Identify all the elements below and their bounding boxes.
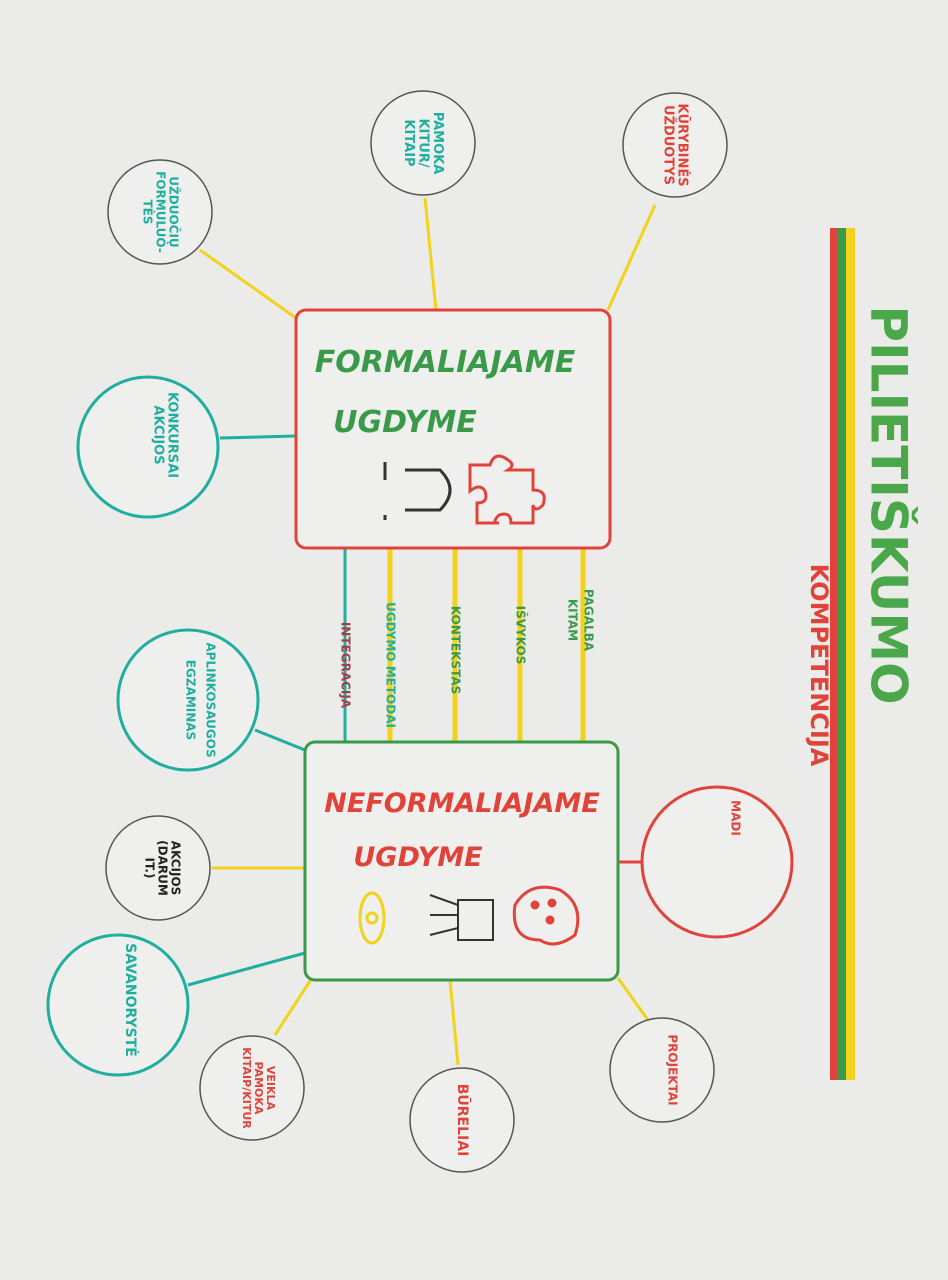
label-actions: (DARUM <box>156 840 170 896</box>
label-actions: AKCIJOS <box>169 841 183 896</box>
node-circle-creative-tasks <box>622 92 728 198</box>
label-actions: IT.) <box>142 858 156 879</box>
nodes <box>46 90 794 1173</box>
label-activity: PAMOKA <box>252 1062 265 1115</box>
label-activity: KITAIP/KITUR <box>240 1047 253 1129</box>
label-task-formulations: TĖS <box>140 199 155 224</box>
label-contests: KONKURSAI <box>165 392 180 478</box>
label-madi: MADI <box>729 800 743 836</box>
bridge-integration: INTEGRACIJA <box>339 622 353 709</box>
node-circle-madi <box>640 785 794 939</box>
magnet-icon <box>383 462 452 520</box>
nonformal-title-line2: UGDYME <box>353 842 483 873</box>
title-sub: KOMPETENCIJA <box>805 564 833 767</box>
connectors <box>187 197 657 1066</box>
label-activity: VEIKLA <box>264 1066 277 1111</box>
label-task-formulations: FORMULUO- <box>154 171 168 253</box>
bridge-teaching-methods: UGDYMO METODAI <box>384 602 398 728</box>
node-circle-lesson-elsewhere <box>370 90 476 196</box>
node-circle-projects <box>609 1017 715 1123</box>
red-stripe <box>830 228 838 1080</box>
title-main: PILIETIŠKUMO <box>860 305 919 704</box>
node-circle-clubs <box>409 1067 515 1173</box>
node-circle-contests <box>76 375 220 519</box>
label-creative-tasks: UŽDUOTYS <box>660 105 676 185</box>
bridge-context: KONTEKSTAS <box>449 606 463 695</box>
puzzle-icon <box>468 454 546 525</box>
label-environment-exam: APLINKOSAUGOS <box>204 642 218 757</box>
label-task-formulations: UŽDUOČIŲ <box>167 176 182 247</box>
green-stripe <box>838 228 846 1080</box>
palette-icon <box>512 885 580 946</box>
bridge-helping-others: PAGALBA <box>582 589 596 652</box>
label-creative-tasks: KŪRYBINĖS <box>675 103 691 186</box>
formal-education-box: FORMALIAJAME UGDYME <box>294 308 612 550</box>
label-environment-exam: EGZAMINAS <box>184 660 198 740</box>
label-lesson-elsewhere: KITAIP <box>401 119 416 166</box>
formal-title-line1: FORMALIAJAME <box>315 345 576 380</box>
eye-icon <box>358 891 386 945</box>
bridge-helping-others: KITAM <box>566 599 580 641</box>
node-circle-activity <box>199 1035 305 1141</box>
yellow-stripe <box>846 228 855 1080</box>
formal-title-line2: UGDYME <box>333 405 477 440</box>
nonformal-education-box: NEFORMALIAJAME UGDYME <box>303 740 620 982</box>
label-lesson-elsewhere: KITUR/ <box>416 118 431 167</box>
easel-icon <box>429 894 494 941</box>
label-contests: AKCIJOS <box>150 405 165 464</box>
node-circle-volunteering <box>46 933 190 1077</box>
label-volunteering: SAVANORYSTĖ <box>122 943 139 1057</box>
bridge-excursions: IŠVYKOS <box>514 606 529 665</box>
flag-stripes <box>830 228 855 1080</box>
node-circle-task-formulations <box>107 159 213 265</box>
label-clubs: BŪRELIAI <box>454 1084 472 1157</box>
node-circle-actions <box>105 815 211 921</box>
nonformal-title-line1: NEFORMALIAJAME <box>324 788 600 819</box>
label-lesson-elsewhere: PAMOKA <box>430 112 445 175</box>
label-projects: PROJEKTAI <box>666 1034 680 1105</box>
node-circle-environment-exam <box>116 628 260 772</box>
